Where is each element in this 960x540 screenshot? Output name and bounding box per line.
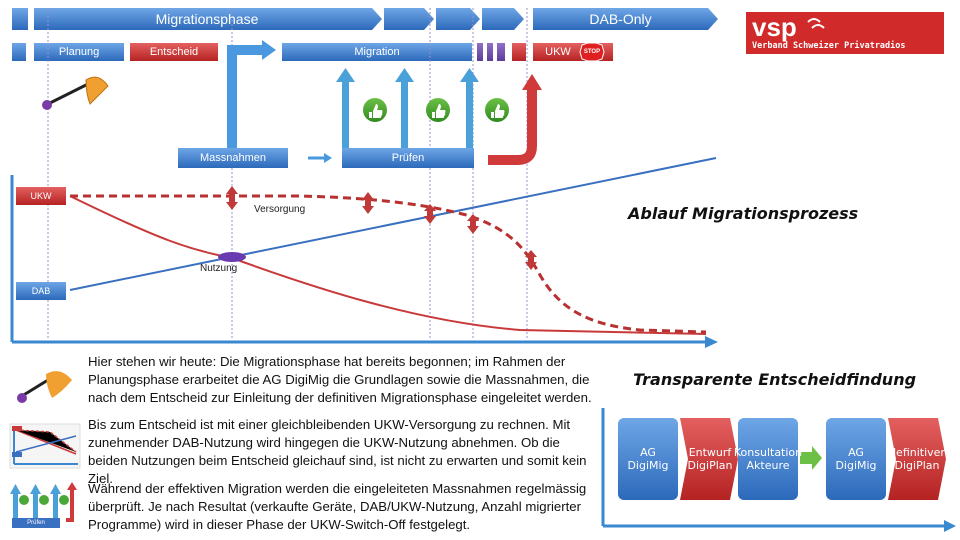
dab-axis-label-box — [16, 282, 66, 300]
vsp-logo-icon — [807, 18, 825, 29]
ukw-switchoff-label: UKW — [545, 46, 571, 58]
migration-bar — [282, 43, 472, 61]
description-migration: Während der effektiven Migration werden … — [88, 481, 587, 532]
elbow-arrow-massnahmen — [227, 40, 276, 150]
chart-ukw-label: UKW — [30, 191, 52, 201]
red-segment — [512, 43, 526, 61]
process-step-definitiver: definitiver DigiPlan — [889, 446, 945, 472]
process-arrow-green — [800, 446, 822, 470]
versorgung-label: Versorgung — [254, 204, 306, 215]
nutzung-intersection-marker — [218, 252, 246, 262]
massnahmen-box — [178, 148, 288, 168]
migrationsphase-label: Migrationsphase — [155, 11, 259, 27]
planung-bar — [34, 43, 124, 61]
thumbnail-chart-icon — [9, 423, 81, 469]
thumbs-up-icon — [485, 98, 509, 122]
process-shapes — [618, 418, 946, 500]
chart-series-nutzung — [69, 195, 707, 335]
description-planning: Hier stehen wir heute: Die Migrationspha… — [88, 354, 592, 405]
planung-label: Planung — [58, 46, 100, 58]
planung-start-block — [12, 43, 26, 61]
massnahmen-label: Massnahmen — [199, 152, 267, 164]
massnahmen-to-pruefen-arrow — [308, 153, 332, 163]
thumbnail-pruefen-label: Prüfen — [27, 520, 45, 526]
red-switch-off-arrow — [488, 74, 542, 165]
dab-only-label: DAB-Only — [589, 11, 652, 27]
migration-label: Migration — [354, 46, 400, 58]
chart-series-dab — [69, 157, 717, 291]
chart-series-versorgung — [70, 194, 707, 334]
logo-subtitle: Verband Schweizer Privatradios — [752, 41, 906, 51]
ablauf-title: Ablauf Migrationsprozess — [628, 204, 859, 223]
chart-dab-label: DAB — [31, 286, 51, 296]
description-decision: Bis zum Entscheid ist mit einer gleichbl… — [88, 417, 587, 486]
process-step-ag-digimig-2: AG DigiMig — [835, 446, 877, 472]
ukw-axis-label-box — [16, 187, 66, 205]
process-step-ag-digimig: AG DigiMig — [627, 446, 669, 472]
purple-segment — [497, 43, 505, 61]
upward-arrows — [336, 68, 479, 148]
process-panel-frame — [601, 408, 956, 532]
thumbs-up-icon — [363, 98, 387, 122]
chart-axes — [10, 175, 718, 348]
purple-segment — [487, 43, 493, 61]
purple-segment — [477, 43, 483, 61]
thumbnail-flag-icon — [17, 371, 72, 403]
entscheid-label: Entscheid — [149, 46, 199, 58]
thumbs-up-icon — [426, 98, 450, 122]
logo-wordmark: vsp — [752, 12, 797, 42]
pruefen-label: Prüfen — [391, 152, 425, 164]
pruefen-box — [342, 148, 474, 168]
versorgung-markers — [226, 186, 537, 270]
dab-only-bar — [533, 8, 718, 30]
entscheid-bar — [130, 43, 218, 61]
process-step-entwurf: Entwurf DigiPlan — [687, 446, 733, 472]
process-step-konsultation: Konsultation Akteure — [733, 446, 803, 472]
thumbnail-pruefen-icon — [10, 482, 77, 528]
vsp-logo-box — [746, 12, 944, 54]
nutzung-label: Nutzung — [200, 263, 238, 274]
migrationsphase-bar — [12, 8, 524, 30]
stop-sign-icon — [579, 42, 605, 62]
stop-label: STOP — [583, 49, 601, 55]
transparent-title: Transparente Entscheidfindung — [633, 370, 917, 389]
flag-icon — [42, 76, 109, 110]
